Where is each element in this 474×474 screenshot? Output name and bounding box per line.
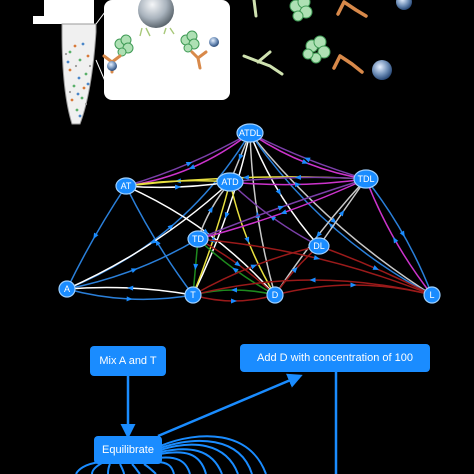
node-t: T bbox=[184, 286, 202, 304]
reaction-edges bbox=[66, 132, 433, 304]
edge-arrow-at-t bbox=[155, 239, 161, 246]
node-dl-shape bbox=[308, 237, 330, 255]
node-td: TD bbox=[187, 230, 209, 248]
output-wires bbox=[75, 435, 267, 474]
assay-illustration bbox=[33, 0, 412, 125]
node-d-label: D bbox=[272, 290, 279, 300]
edge-arrow-atd-tdl bbox=[294, 174, 301, 180]
edge-td-a bbox=[66, 238, 199, 290]
mix-step-box: Mix A and T bbox=[90, 346, 166, 376]
node-a: A bbox=[58, 280, 76, 298]
edge-arrow-dl-t bbox=[250, 264, 257, 270]
edge-arrow-dl-d bbox=[291, 266, 298, 274]
edge-arrow-tdl-d bbox=[316, 231, 322, 238]
node-atd-shape bbox=[216, 172, 244, 192]
edge-arrow-t-d bbox=[231, 298, 237, 304]
node-td-label: TD bbox=[192, 234, 204, 244]
edge-arrow-a-t bbox=[127, 285, 134, 291]
edge-atd-dl bbox=[229, 181, 320, 247]
add-step-box: Add D with concentration of 100 bbox=[240, 344, 430, 372]
edge-arrow-t-d bbox=[231, 287, 237, 293]
node-tdl: TDL bbox=[353, 169, 379, 189]
node-atd: ATD bbox=[216, 172, 244, 192]
edge-arrow-atdl-dl bbox=[275, 188, 281, 196]
edge-arrow-dl-l bbox=[372, 265, 380, 270]
node-atd-label: ATD bbox=[221, 177, 239, 187]
node-tdl-label: TDL bbox=[357, 174, 374, 184]
edge-arrow-atdl-atd bbox=[238, 153, 244, 161]
node-t-shape bbox=[184, 286, 202, 304]
node-at-shape bbox=[115, 177, 137, 195]
edge-arrow-atdl-a bbox=[167, 224, 174, 231]
edge-arrow-atdl-t bbox=[224, 211, 230, 219]
node-a-label: A bbox=[64, 284, 70, 294]
edge-arrow-d-l bbox=[350, 282, 357, 288]
complex-illustration bbox=[242, 0, 412, 80]
equilibrate-to-add-arrow bbox=[157, 373, 303, 438]
node-a-shape bbox=[58, 280, 76, 298]
edge-arrow-at-tdl bbox=[242, 174, 249, 180]
node-at: AT bbox=[115, 177, 137, 195]
node-l-label: L bbox=[429, 290, 434, 300]
node-td-shape bbox=[187, 230, 209, 248]
edge-arrow-at-a bbox=[93, 232, 99, 240]
microtube-icon bbox=[33, 0, 97, 125]
edge-arrow-td-t bbox=[193, 263, 199, 270]
edge-arrow-tdl-dl bbox=[338, 210, 345, 217]
node-at-label: AT bbox=[121, 181, 132, 191]
node-t-label: T bbox=[190, 290, 196, 300]
node-l: L bbox=[423, 286, 441, 304]
edge-atd-d bbox=[229, 181, 276, 296]
zoom-panel bbox=[104, 0, 230, 100]
node-atdl: ATDL bbox=[236, 123, 264, 143]
edge-arrow-tdl-l bbox=[399, 230, 405, 238]
edge-at-a bbox=[66, 185, 127, 290]
edge-arrow-atdl-l bbox=[328, 223, 335, 230]
node-d-shape bbox=[266, 286, 284, 304]
edge-arrow-atd-d bbox=[244, 236, 250, 244]
edge-arrow-atdl-tdl bbox=[301, 159, 309, 164]
edge-arrow-tdl-l bbox=[393, 236, 399, 244]
edge-tdl-l bbox=[365, 178, 433, 296]
edge-arrow-atdl-at bbox=[185, 161, 193, 167]
node-dl-label: DL bbox=[313, 241, 325, 251]
bead-icon bbox=[107, 37, 219, 71]
edge-arrow-td-d bbox=[232, 267, 239, 274]
edge-arrow-t-l bbox=[309, 277, 316, 283]
edge-arrow-atd-tdl bbox=[295, 182, 302, 188]
edge-a-t bbox=[66, 288, 194, 301]
edge-arrow-td-d bbox=[234, 260, 241, 267]
node-atdl-shape bbox=[236, 123, 264, 143]
edge-arrow-tdl-td bbox=[277, 205, 285, 211]
equilibrate-step-box: Equilibrate bbox=[94, 436, 162, 464]
edge-arrow-td-a bbox=[130, 268, 138, 274]
node-dl: DL bbox=[308, 237, 330, 255]
edge-tdl-l bbox=[365, 178, 433, 296]
mix-step-label: Mix A and T bbox=[99, 355, 157, 367]
equilibrate-step-label: Equilibrate bbox=[102, 444, 154, 456]
add-step-label: Add D with concentration of 100 bbox=[257, 352, 413, 364]
node-atdl-label: ATDL bbox=[239, 128, 261, 138]
edge-arrow-atdl-tdl bbox=[304, 157, 311, 163]
particle-icon bbox=[138, 0, 174, 28]
protocol-flow: Mix A and T Add D with concentration of … bbox=[75, 344, 430, 474]
node-l-shape bbox=[423, 286, 441, 304]
edge-arrow-atd-td bbox=[207, 206, 213, 213]
node-d: D bbox=[266, 286, 284, 304]
edge-arrow-a-t bbox=[126, 296, 133, 302]
edge-arrow-atd-a bbox=[150, 238, 157, 244]
edge-arrow-atdl-at bbox=[188, 164, 196, 169]
edge-arrow-td-l bbox=[313, 255, 321, 260]
protein-icon bbox=[114, 30, 200, 57]
edge-arrow-tdl-td bbox=[280, 209, 288, 215]
node-tdl-shape bbox=[353, 169, 379, 189]
edge-arrow-at-atd bbox=[175, 184, 182, 190]
